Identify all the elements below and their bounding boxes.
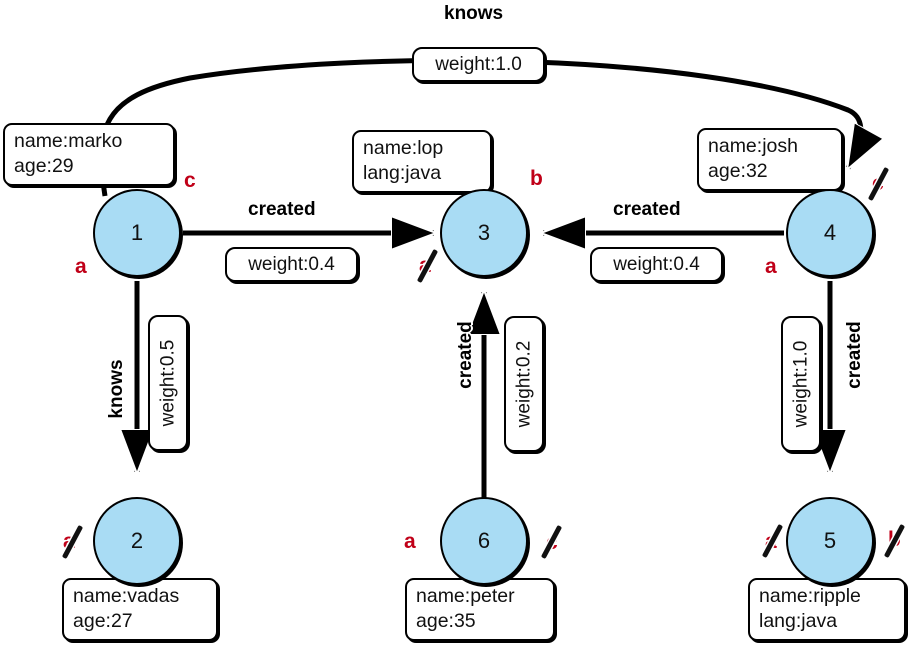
node-6[interactable]: 6: [440, 497, 528, 585]
property-line: age:32: [708, 160, 768, 182]
node-1[interactable]: 1: [93, 189, 181, 277]
annotation-node-3-right: b: [530, 167, 543, 190]
edge-label-4-3-created: created: [613, 199, 681, 220]
edge-label-1-2-knows: knows: [106, 359, 127, 419]
node-2[interactable]: 2: [93, 497, 181, 585]
annotation-node-6-left: a: [404, 530, 416, 553]
property-line: name:marko: [14, 130, 123, 152]
edge-label-1-3-created: created: [248, 199, 316, 220]
property-box-node-3: name:lop lang:java: [352, 130, 492, 193]
weight-text: weight:0.2: [513, 340, 534, 428]
weight-box-1-3-created: weight:0.4: [225, 247, 358, 282]
node-3[interactable]: 3: [440, 189, 528, 277]
property-line: lang:java: [759, 610, 838, 632]
property-box-node-6: name:peter age:35: [405, 578, 555, 641]
property-box-node-4: name:josh age:32: [697, 128, 843, 191]
weight-box-1-2-knows: weight:0.5: [148, 315, 188, 451]
property-box-node-5: name:ripple lang:java: [748, 578, 906, 641]
weight-text: weight:1.0: [790, 340, 811, 428]
property-line: age:27: [73, 610, 133, 632]
annotation-node-1-right: c: [184, 169, 196, 192]
property-box-node-1: name:marko age:29: [3, 123, 175, 186]
weight-text: weight:0.4: [248, 253, 335, 275]
edge-label-4-5-created: created: [844, 321, 865, 389]
property-line: age:29: [14, 155, 74, 177]
edge-label-1-4-knows: knows: [444, 3, 504, 24]
node-label: 4: [823, 220, 837, 245]
edge-label-6-3-created: created: [455, 321, 476, 389]
property-line: name:ripple: [759, 585, 861, 607]
node-label: 5: [823, 528, 837, 553]
node-label: 6: [477, 528, 491, 553]
property-line: name:peter: [416, 585, 515, 607]
weight-box-4-3-created: weight:0.4: [590, 247, 723, 282]
property-line: age:35: [416, 610, 476, 632]
weight-text: weight:1.0: [435, 53, 522, 75]
annotation-node-4-left: a: [765, 255, 777, 278]
property-line: name:vadas: [73, 585, 180, 607]
property-line: name:lop: [363, 137, 444, 159]
weight-text: weight:0.5: [157, 339, 178, 427]
weight-box-1-4-knows: weight:1.0: [412, 47, 545, 82]
property-line: lang:java: [363, 162, 442, 184]
node-5[interactable]: 5: [786, 497, 874, 585]
annotation-node-1-left: a: [75, 255, 87, 278]
property-line: name:josh: [708, 135, 798, 157]
node-label: 1: [130, 220, 144, 245]
weight-box-4-5-created: weight:1.0: [781, 316, 821, 452]
weight-text: weight:0.4: [613, 253, 700, 275]
property-box-node-2: name:vadas age:27: [62, 578, 218, 641]
node-label: 3: [477, 220, 491, 245]
node-label: 2: [130, 528, 144, 553]
weight-box-6-3-created: weight:0.2: [504, 316, 544, 452]
node-4[interactable]: 4: [786, 189, 874, 277]
